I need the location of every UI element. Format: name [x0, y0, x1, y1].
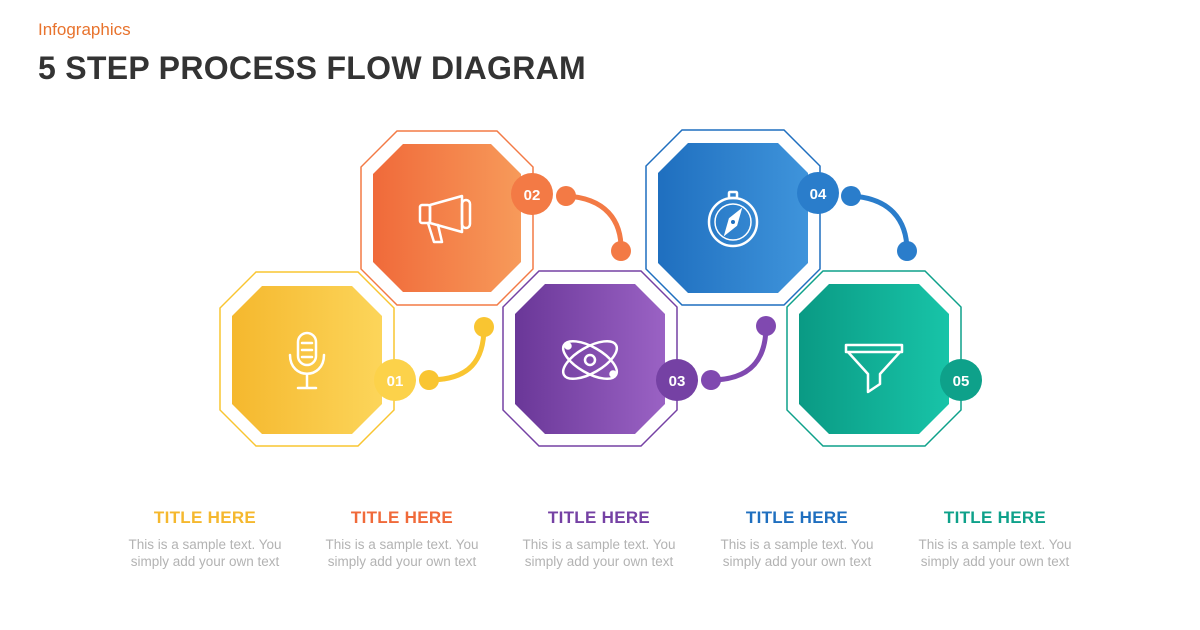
step-01-badge: 01: [374, 359, 416, 401]
page-title: 5 STEP PROCESS FLOW DIAGRAM: [38, 50, 587, 86]
compass-icon: [707, 190, 759, 248]
caption-text-line: This is a sample text. You: [325, 537, 479, 552]
caption-text-line: simply add your own text: [920, 554, 1070, 569]
caption-title: TITLE HERE: [547, 508, 651, 527]
step-03-number: 03: [669, 373, 686, 390]
caption-step-04: TITLE HERE This is a sample text. You si…: [697, 508, 897, 570]
caption-text-line: simply add your own text: [130, 554, 280, 569]
step-01-octagon: [232, 286, 382, 434]
step-02-number: 02: [524, 187, 541, 204]
caption-text-line: simply add your own text: [722, 554, 872, 569]
step-01-outline: [219, 271, 395, 447]
step-02-outline: [360, 130, 534, 306]
caption-title: TITLE HERE: [153, 508, 257, 527]
caption-text: This is a sample text. You simply add yo…: [895, 536, 1095, 570]
microphone-icon: [288, 331, 326, 390]
step-03: 03: [502, 270, 698, 447]
caption-text: This is a sample text. You simply add yo…: [105, 536, 305, 570]
step-05-badge: 05: [940, 359, 982, 401]
kicker-label: Infographics: [38, 20, 131, 39]
caption-text-line: simply add your own text: [327, 554, 477, 569]
step-05-outline: [786, 270, 962, 447]
step-01-number: 01: [387, 373, 404, 390]
step-03-badge: 03: [656, 359, 698, 401]
caption-text-line: simply add your own text: [524, 554, 674, 569]
caption-text-line: This is a sample text. You: [128, 537, 282, 552]
connector-03-04: [701, 316, 776, 390]
caption-title: TITLE HERE: [943, 508, 1047, 527]
caption-title: TITLE HERE: [745, 508, 849, 527]
caption-text: This is a sample text. You simply add yo…: [697, 536, 897, 570]
step-03-outline: [502, 270, 678, 447]
caption-title: TITLE HERE: [350, 508, 454, 527]
connector-04-05: [841, 186, 917, 261]
caption-text: This is a sample text. You simply add yo…: [302, 536, 502, 570]
step-05-number: 05: [953, 373, 970, 390]
caption-text-line: This is a sample text. You: [720, 537, 874, 552]
caption-step-03: TITLE HERE This is a sample text. You si…: [499, 508, 699, 570]
step-03-octagon: [515, 284, 665, 434]
step-02: 02: [360, 130, 553, 306]
caption-text-line: This is a sample text. You: [918, 537, 1072, 552]
caption-step-05: TITLE HERE This is a sample text. You si…: [895, 508, 1095, 570]
step-02-octagon: [373, 144, 521, 292]
funnel-icon: [844, 343, 904, 394]
step-04: 04: [645, 129, 839, 306]
step-01: 01: [219, 271, 416, 447]
step-05-octagon: [799, 284, 949, 434]
atom-icon: [561, 339, 619, 381]
step-04-outline: [645, 129, 821, 306]
step-05: 05: [786, 270, 982, 447]
caption-step-01: TITLE HERE This is a sample text. You si…: [105, 508, 305, 570]
connector-01-02: [419, 317, 494, 390]
caption-text: This is a sample text. You simply add yo…: [499, 536, 699, 570]
step-02-badge: 02: [511, 173, 553, 215]
step-04-badge: 04: [797, 172, 839, 214]
megaphone-icon: [418, 194, 472, 244]
caption-step-02: TITLE HERE This is a sample text. You si…: [302, 508, 502, 570]
connector-02-03: [556, 186, 631, 261]
caption-text-line: This is a sample text. You: [522, 537, 676, 552]
step-04-number: 04: [810, 186, 827, 203]
